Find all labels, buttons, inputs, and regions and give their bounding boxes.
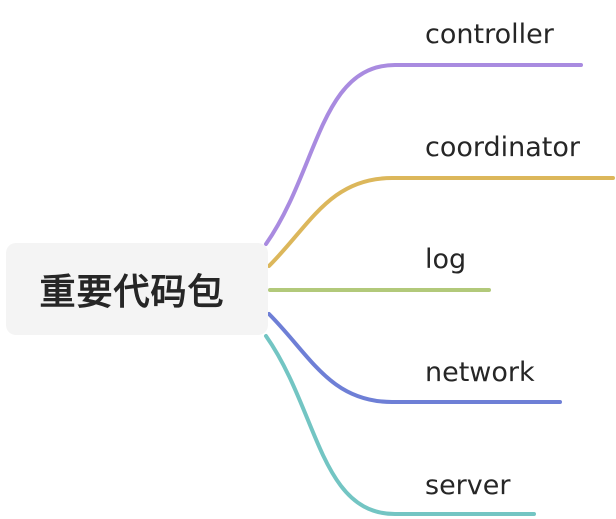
connector-network: [267, 312, 562, 404]
connector-coordinator: [267, 176, 615, 268]
branch-label-server[interactable]: server: [425, 470, 511, 501]
branch-label-log[interactable]: log: [425, 244, 467, 275]
branch-label-network[interactable]: network: [425, 357, 535, 388]
connector-server: [264, 334, 536, 516]
branch-label-coordinator[interactable]: coordinator: [425, 132, 581, 163]
branch-label-controller[interactable]: controller: [425, 19, 554, 50]
root-node[interactable]: 重要代码包: [6, 243, 268, 335]
connector-controller: [264, 63, 583, 246]
root-label: 重要代码包: [39, 272, 225, 313]
